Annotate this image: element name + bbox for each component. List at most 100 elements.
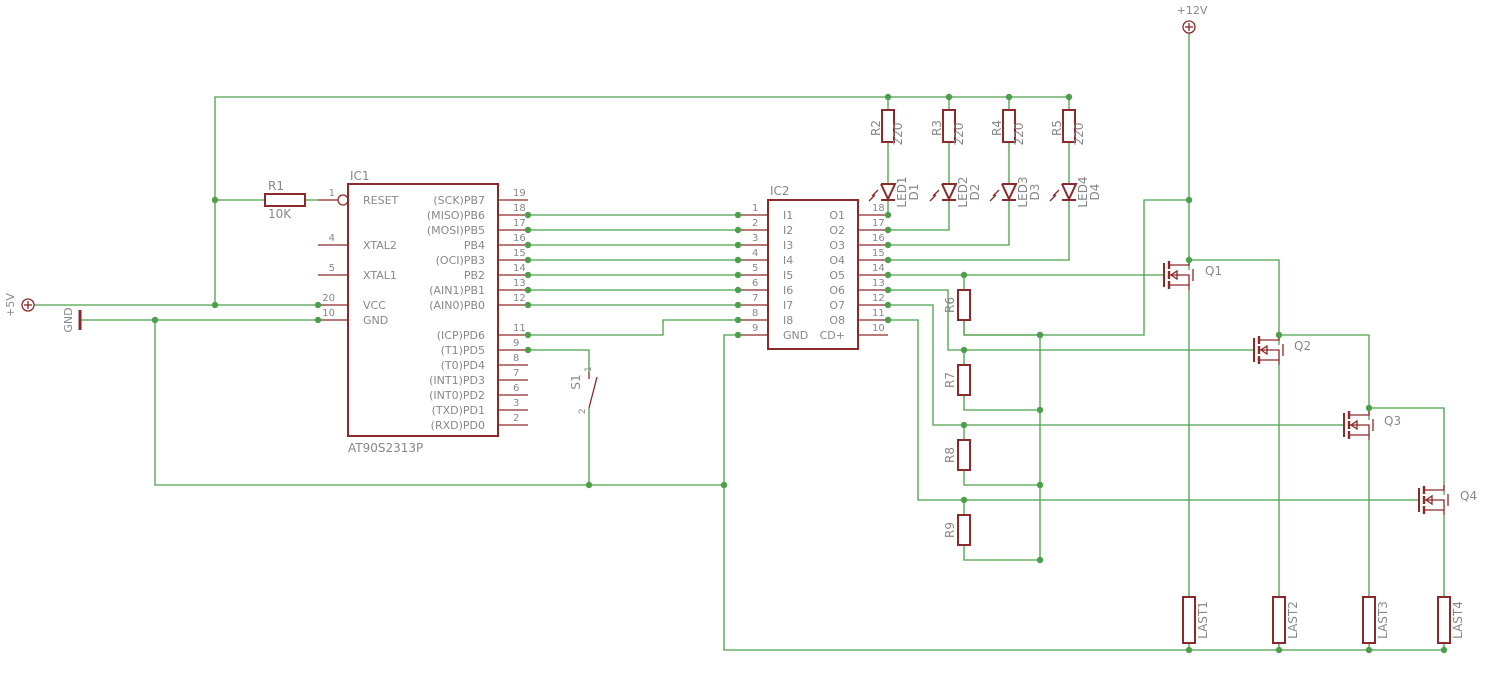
load-symbol [1437, 596, 1451, 644]
ic2-pin-label: I4 [783, 254, 793, 267]
load-symbol [1272, 596, 1286, 644]
r1-resistor [264, 193, 306, 207]
ic2-pin-number: 15 [872, 248, 885, 259]
ic2-pin-label: I5 [783, 269, 793, 282]
load-symbol [1362, 596, 1376, 644]
switch-name-label: S1 [569, 374, 583, 389]
ic1-pin-label: (MISO)PB6 [427, 209, 485, 222]
mosfet-source [1349, 434, 1370, 440]
ic1-pin-number: 13 [513, 278, 526, 289]
led-ref-label: D2 [968, 184, 982, 201]
mosfet-drain [1349, 410, 1370, 416]
ic2-pin-label: I1 [783, 209, 793, 222]
junction-dot [524, 256, 532, 264]
ic2-pin-label: O3 [829, 239, 845, 252]
junction-dot [960, 421, 968, 429]
junction-dot [1185, 196, 1193, 204]
led-resistor-value-label: 220 [1012, 123, 1026, 146]
mosfet-body [1169, 274, 1190, 285]
ic1-pin-label: (T0)PD4 [441, 359, 485, 372]
ic1-pin-label: (AIN1)PB1 [429, 284, 485, 297]
ic2-pin-number: 9 [752, 323, 758, 334]
led-light-arrow [868, 194, 876, 202]
led-ref-label: D3 [1028, 184, 1042, 201]
led-symbol [880, 183, 897, 202]
junction-dot [884, 93, 892, 101]
ic2-pin-label: O2 [829, 224, 845, 237]
junction-dot [524, 271, 532, 279]
gate-resistor [957, 289, 971, 321]
junction-dot [734, 226, 742, 234]
led-light-arrow [871, 189, 879, 197]
led-resistor-value-label: 220 [1072, 123, 1086, 146]
junction-dot [585, 481, 593, 489]
transistor-label: Q2 [1294, 339, 1311, 353]
ic2-pin-number: 17 [872, 218, 885, 229]
gate-resistor [957, 364, 971, 396]
led-light-arrow [932, 189, 940, 197]
ic2-pin-number: 12 [872, 293, 885, 304]
ic1-pin-number: 1 [329, 188, 335, 199]
mosfet-body [1259, 349, 1280, 360]
junction-dot [945, 93, 953, 101]
junction-dot [211, 301, 219, 309]
junction-dot [884, 301, 892, 309]
q2-gate-wire [888, 289, 1254, 351]
ic1-pin-label: (TXD)PD1 [432, 404, 485, 417]
ic2-pin-label: I8 [783, 314, 793, 327]
junction-dot [524, 211, 532, 219]
ic2-pin-label: GND [783, 329, 808, 342]
transistor-label: Q3 [1384, 414, 1401, 428]
ic2-pin-number: 14 [872, 263, 885, 274]
ic2-pin-number: 8 [752, 308, 758, 319]
junction-dot [524, 241, 532, 249]
supply-wire [1189, 259, 1280, 345]
junction-dot [734, 256, 742, 264]
ic1-pin-number: 9 [513, 338, 519, 349]
ic1-pin-label: RESET [363, 194, 399, 207]
junction-dot [960, 271, 968, 279]
junction-dot [960, 346, 968, 354]
junction-dot [734, 316, 742, 324]
ic2-pin-number: 11 [872, 308, 885, 319]
ic1-pin-number: 19 [513, 188, 526, 199]
ic1-pin-label: (INT1)PD3 [429, 374, 485, 387]
led-symbol [1001, 183, 1018, 202]
gate-resistor [957, 514, 971, 546]
ic1-pin-number: 11 [513, 323, 526, 334]
led-resistor-value-label: 220 [952, 123, 966, 146]
mosfet-source [1169, 284, 1190, 290]
led-name-label: LED3 [1016, 176, 1030, 207]
ic1-pin-label: (AIN0)PB0 [429, 299, 485, 312]
junction-dot [1275, 646, 1283, 654]
led-series-resistor [1062, 109, 1076, 143]
ic1-pin-number: 6 [513, 383, 519, 394]
q3-gate-wire [888, 304, 1344, 426]
ic1-pin-number: 20 [322, 293, 335, 304]
junction-dot [1365, 404, 1373, 412]
ic1-pin-number: 4 [329, 233, 335, 244]
junction-dot [1005, 93, 1013, 101]
ic2-pin-number: 1 [752, 203, 758, 214]
junction-dot [884, 226, 892, 234]
switch-pin-label: 1 [584, 366, 594, 372]
ic1-pin-label: (INT0)PD2 [429, 389, 485, 402]
junction-dot [884, 286, 892, 294]
vcc12-label: +12V [1177, 4, 1208, 17]
transistor-label: Q4 [1460, 489, 1477, 503]
junction-dot [1365, 646, 1373, 654]
ic2-pin-number: 6 [752, 278, 758, 289]
mosfet-drain [1424, 485, 1445, 491]
switch-pin-label: 2 [578, 408, 588, 414]
ic1-pin-number: 12 [513, 293, 526, 304]
ic2-pin-label: O5 [829, 269, 845, 282]
mosfet-source [1259, 359, 1280, 365]
load-label: LAST2 [1286, 601, 1300, 639]
junction-dot [1036, 406, 1044, 414]
junction-dot [314, 316, 322, 324]
junction-dot [211, 196, 219, 204]
led-series-resistor [881, 109, 895, 143]
ic2-pin-label: CD+ [820, 329, 845, 342]
junction-dot [734, 271, 742, 279]
transistor-label: Q1 [1205, 264, 1222, 278]
